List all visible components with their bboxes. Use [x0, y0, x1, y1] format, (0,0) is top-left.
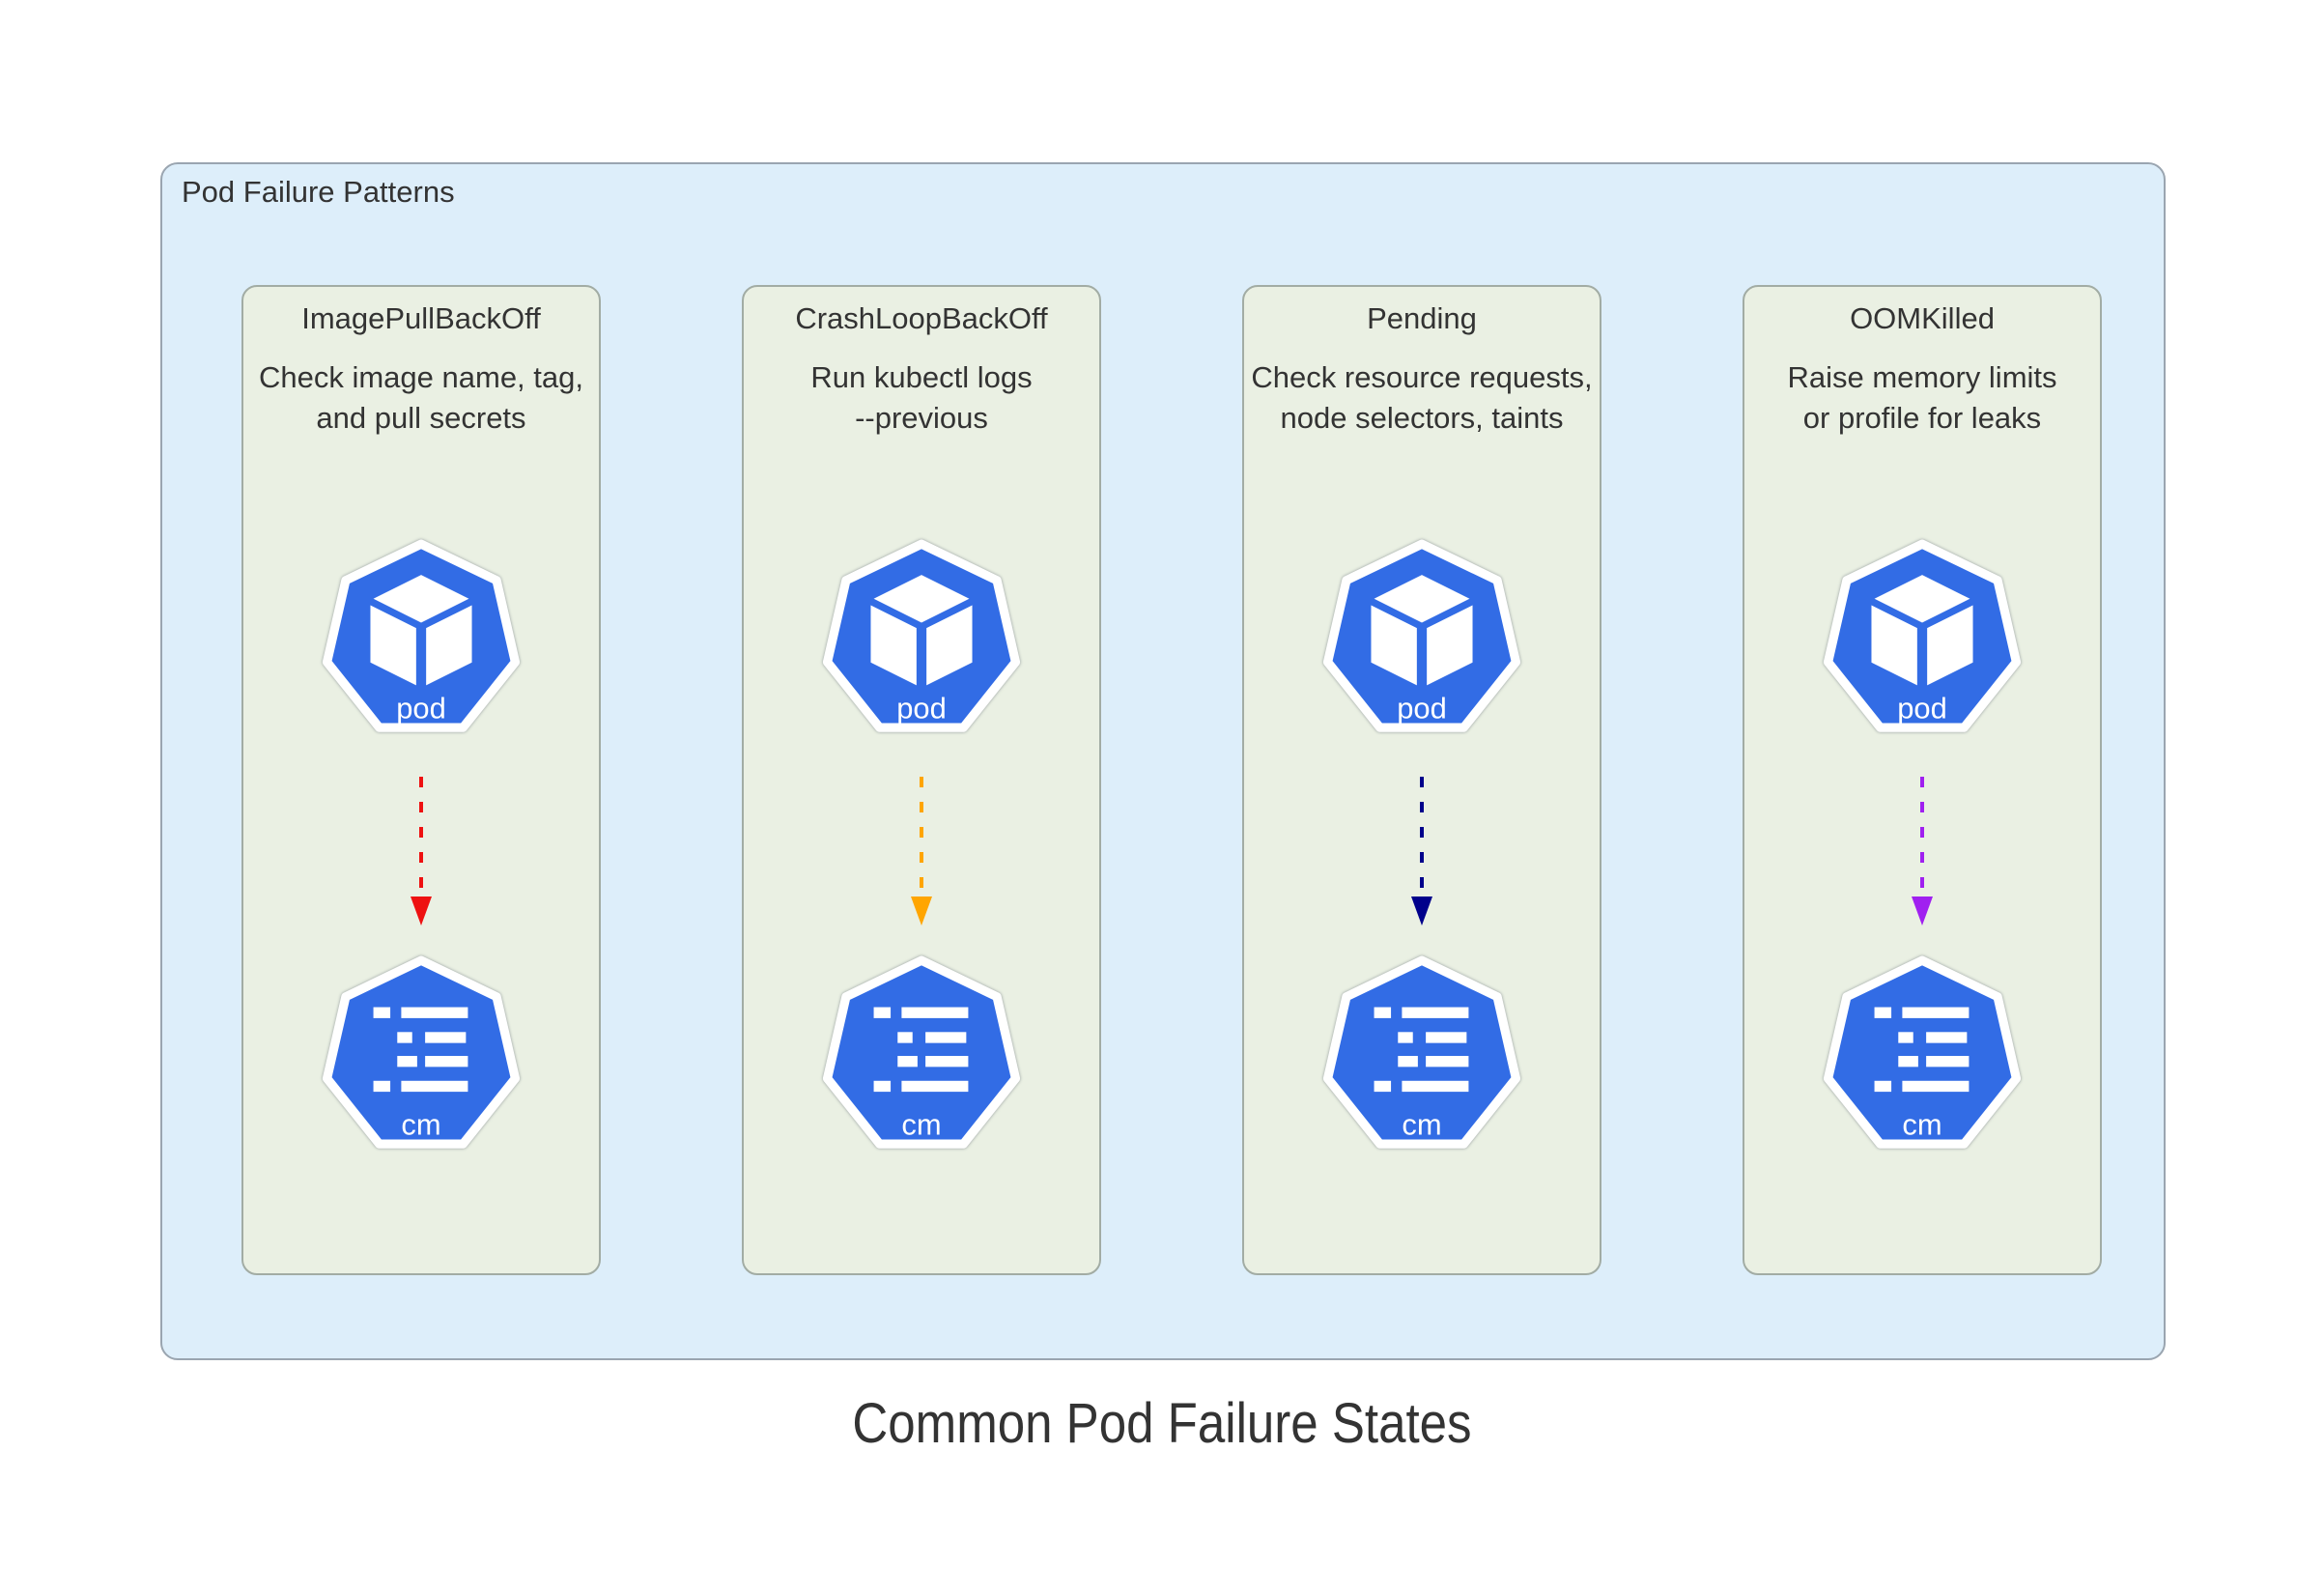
- card-description-line: Raise memory limits: [1787, 360, 2057, 395]
- card-crashloopbackoff: CrashLoopBackOff Run kubectl logs --previ…: [742, 285, 1101, 1275]
- pod-icon-label: pod: [1397, 691, 1447, 725]
- dashed-arrow-down: [411, 776, 432, 925]
- arrow-head: [911, 896, 932, 925]
- dashed-arrow-down: [1411, 776, 1432, 925]
- heptagon-shape: [1823, 955, 2022, 1149]
- pod-icon-label: pod: [1897, 691, 1947, 725]
- dashed-arrow-down: [911, 776, 932, 925]
- kubernetes-pod-icon: pod: [1823, 539, 2022, 732]
- heptagon-shape: [322, 955, 521, 1149]
- card-description: Run kubectl logs --previous: [810, 357, 1032, 439]
- card-title: Pending: [1367, 301, 1477, 335]
- card-description: Raise memory limits or profile for leaks: [1787, 357, 2056, 439]
- card-title: ImagePullBackOff: [301, 301, 541, 335]
- pod-icon-label: pod: [396, 691, 446, 725]
- card-description-line: node selectors, taints: [1280, 401, 1564, 436]
- failure-cards-row: ImagePullBackOff Check image name, tag, a…: [241, 285, 2102, 1275]
- pod-icon-label: pod: [896, 691, 947, 725]
- card-pending: Pending Check resource requests, node sel…: [1242, 285, 1601, 1275]
- arrow-head: [411, 896, 432, 925]
- kubernetes-pod-icon: pod: [322, 539, 521, 732]
- configmap-lines-glyph: [873, 1007, 969, 1092]
- kubernetes-configmap-icon: cm: [322, 955, 521, 1149]
- heptagon-shape: [1322, 539, 1521, 732]
- arrow-head: [1912, 896, 1933, 925]
- card-description: Check resource requests, node selectors, …: [1251, 357, 1592, 439]
- card-description-line: Check image name, tag,: [258, 360, 583, 395]
- card-description-line: --previous: [855, 401, 988, 436]
- configmap-lines-glyph: [1374, 1007, 1469, 1092]
- card-imagepullbackoff: ImagePullBackOff Check image name, tag, a…: [241, 285, 601, 1275]
- configmap-icon-label: cm: [401, 1107, 440, 1141]
- kubernetes-configmap-icon: cm: [822, 955, 1021, 1149]
- heptagon-shape: [1322, 955, 1521, 1149]
- heptagon-shape: [322, 539, 521, 732]
- heptagon-shape: [1823, 539, 2022, 732]
- container-label: Pod Failure Patterns: [182, 175, 455, 209]
- configmap-lines-glyph: [1874, 1007, 1970, 1092]
- kubernetes-pod-icon: pod: [822, 539, 1021, 732]
- kubernetes-configmap-icon: cm: [1823, 955, 2022, 1149]
- card-title: CrashLoopBackOff: [795, 301, 1048, 335]
- diagram-caption: Common Pod Failure States: [852, 1392, 1472, 1455]
- configmap-icon-label: cm: [1402, 1107, 1441, 1141]
- heptagon-shape: [822, 955, 1021, 1149]
- heptagon-shape: [822, 539, 1021, 732]
- card-oomkilled: OOMKilled Raise memory limits or profile …: [1743, 285, 2102, 1275]
- kubernetes-configmap-icon: cm: [1322, 955, 1521, 1149]
- cube-glyph: [870, 574, 973, 686]
- pod-failure-patterns-container: Pod Failure Patterns ImagePullBackOff Ch…: [160, 162, 2166, 1360]
- configmap-icon-label: cm: [1902, 1107, 1941, 1141]
- configmap-icon-label: cm: [901, 1107, 941, 1141]
- card-description-line: and pull secrets: [316, 401, 526, 436]
- card-description-line: Check resource requests,: [1251, 360, 1593, 395]
- card-description: Check image name, tag, and pull secrets: [259, 357, 583, 439]
- arrow-head: [1411, 896, 1432, 925]
- card-description-line: Run kubectl logs: [810, 360, 1033, 395]
- configmap-lines-glyph: [373, 1007, 468, 1092]
- cube-glyph: [370, 574, 472, 686]
- card-description-line: or profile for leaks: [1802, 401, 2042, 436]
- card-title: OOMKilled: [1850, 301, 1995, 335]
- dashed-arrow-down: [1912, 776, 1933, 925]
- kubernetes-pod-icon: pod: [1322, 539, 1521, 732]
